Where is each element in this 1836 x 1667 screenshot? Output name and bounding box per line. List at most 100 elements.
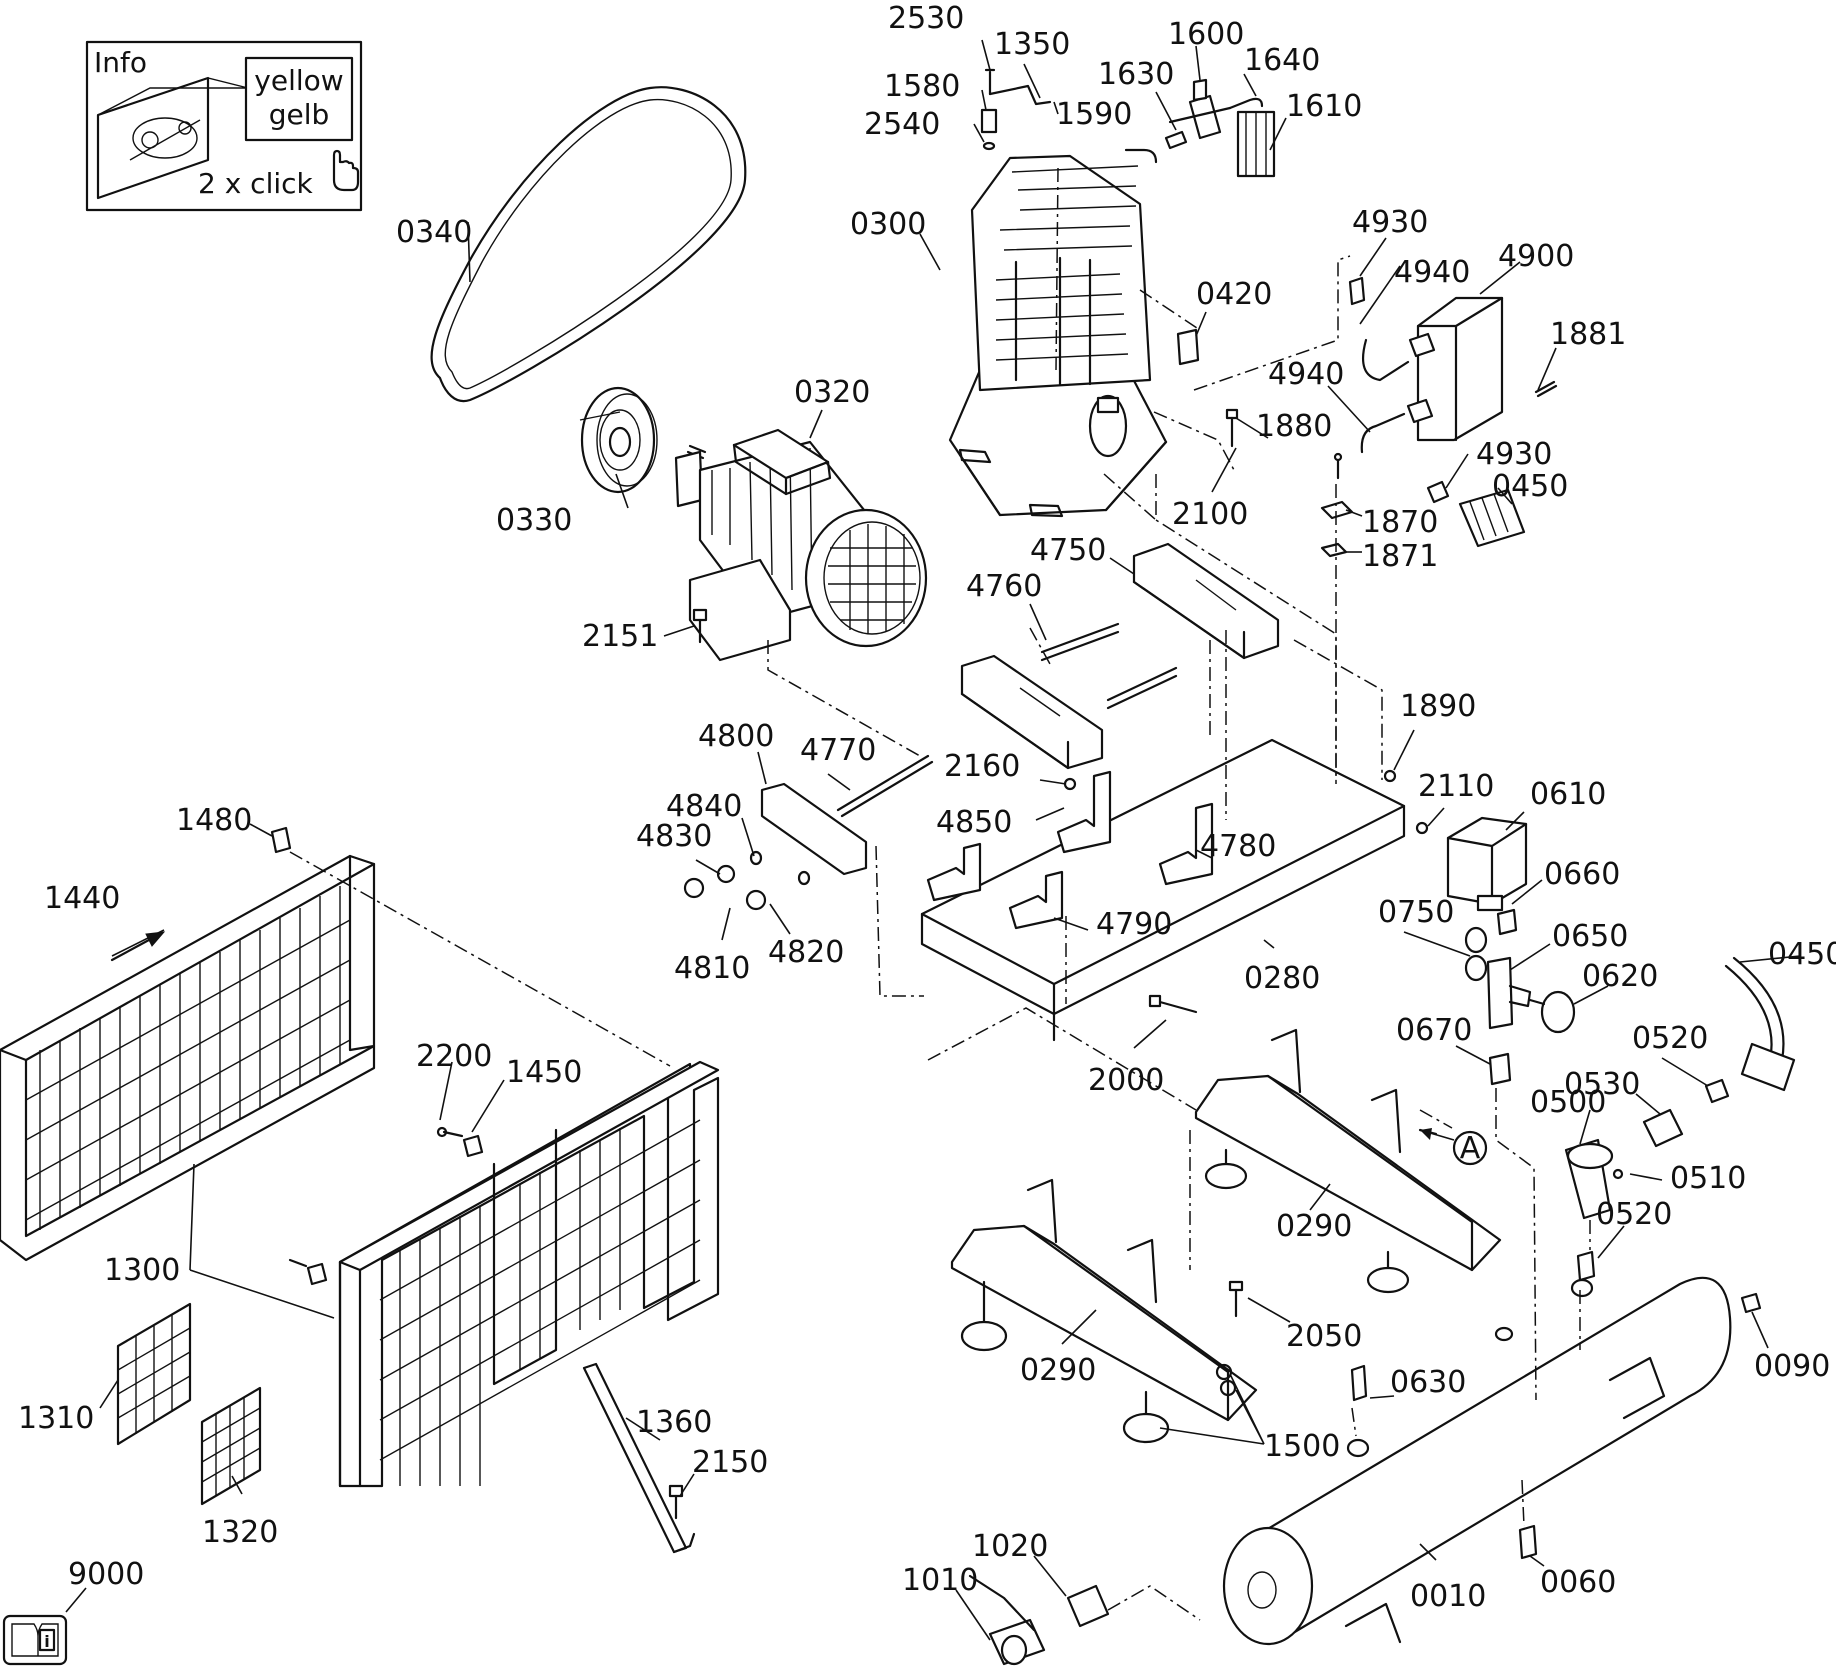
nut-1890[interactable]	[1383, 769, 1397, 783]
label-0610: 0610	[1530, 777, 1606, 812]
label-0010: 0010	[1410, 1579, 1486, 1614]
label-0520-bottom: 0520	[1596, 1197, 1672, 1232]
pressure-hose-0450-top[interactable]	[1458, 488, 1526, 548]
washer-2540[interactable]	[982, 141, 996, 151]
drain-plug-0090[interactable]	[1740, 1292, 1762, 1314]
label-1890: 1890	[1400, 689, 1476, 724]
nuts-washers-4810-4840[interactable]	[683, 850, 811, 911]
compressor-pump[interactable]	[948, 154, 1168, 518]
electric-motor[interactable]	[674, 428, 928, 662]
fitting-0530[interactable]	[1642, 1108, 1684, 1148]
color-swatch-box	[244, 56, 354, 142]
nut-4940-top[interactable]	[1408, 332, 1436, 358]
direction-arrow-icon	[110, 931, 166, 962]
ball-valve-1010[interactable]	[968, 1574, 1046, 1666]
label-4930-top: 4930	[1352, 205, 1428, 240]
info-title: Info	[94, 46, 147, 79]
label-2151: 2151	[582, 619, 658, 654]
clip-1480[interactable]	[270, 826, 292, 854]
threaded-rod-4770[interactable]	[836, 754, 934, 818]
nut-2160[interactable]	[1063, 777, 1077, 791]
support-1360[interactable]	[582, 1362, 696, 1554]
spacer-1580[interactable]	[980, 108, 998, 134]
bracket-4850[interactable]	[1056, 770, 1112, 854]
label-1881: 1881	[1550, 317, 1626, 352]
bracket-4790b[interactable]	[926, 842, 982, 902]
rail-4750[interactable]	[1132, 542, 1280, 660]
nipple-1020[interactable]	[1066, 1584, 1110, 1628]
grille-1320[interactable]	[200, 1386, 262, 1506]
clip-1450[interactable]	[462, 1134, 484, 1158]
label-1440: 1440	[44, 881, 120, 916]
tension-plate-4800[interactable]	[760, 782, 868, 876]
label-0500: 0500	[1530, 1085, 1606, 1120]
info-box[interactable]: Info yellow gelb 2 x click	[85, 40, 363, 212]
fitting-0750[interactable]	[1464, 926, 1488, 982]
air-tank[interactable]	[1222, 1276, 1732, 1646]
label-4810: 4810	[674, 951, 750, 986]
belt-guard-rear-1440[interactable]	[0, 854, 376, 1262]
screw-2000[interactable]	[1148, 994, 1198, 1014]
bracket-4790[interactable]	[1008, 870, 1064, 930]
label-0420: 0420	[1196, 277, 1272, 312]
screw-2100[interactable]	[1225, 408, 1239, 448]
label-0530: 0530	[1564, 1067, 1640, 1102]
fitting-0420[interactable]	[1176, 328, 1200, 366]
callout-A-label: A	[1460, 1131, 1481, 1166]
bracket-1350[interactable]	[988, 84, 1052, 106]
label-4750: 4750	[1030, 533, 1106, 568]
fitting-0660[interactable]	[1496, 908, 1518, 936]
elbow-1640[interactable]	[1228, 97, 1264, 110]
label-1610: 1610	[1286, 89, 1362, 124]
nut-4940-bottom[interactable]	[1406, 398, 1434, 424]
safety-valve-0500[interactable]	[1564, 1138, 1614, 1220]
threaded-rod-4760[interactable]	[1040, 622, 1120, 662]
air-filter-1610[interactable]	[1236, 110, 1276, 178]
label-1480: 1480	[176, 803, 252, 838]
rail-4760[interactable]	[960, 654, 1104, 770]
foot-0290-left[interactable]	[950, 1178, 1258, 1444]
screw-2530[interactable]	[984, 68, 996, 96]
pressure-gauge-0620[interactable]	[1528, 990, 1576, 1034]
tee-fitting-0650[interactable]	[1486, 956, 1532, 1030]
fitting-0630[interactable]	[1346, 1364, 1370, 1458]
elbow-pipe-4940-top[interactable]	[1362, 338, 1410, 382]
screw-2150[interactable]	[668, 1484, 684, 1520]
fitting-4930-bottom[interactable]	[1426, 480, 1450, 504]
valve-body-1600[interactable]	[1168, 78, 1232, 140]
manual-book-icon[interactable]: i	[2, 1614, 68, 1666]
label-0630: 0630	[1390, 1365, 1466, 1400]
nipple-0520-bottom[interactable]	[1576, 1250, 1596, 1282]
belt-pulley[interactable]	[579, 386, 658, 494]
label-1450: 1450	[506, 1055, 582, 1090]
pressure-hose-0450-bottom[interactable]	[1724, 956, 1796, 1092]
drain-valve-0060[interactable]	[1518, 1524, 1538, 1560]
label-2150: 2150	[692, 1445, 768, 1480]
plug-0510[interactable]	[1612, 1168, 1624, 1180]
nut-2110[interactable]	[1415, 821, 1429, 835]
pipe-4940-bottom[interactable]	[1360, 412, 1406, 454]
baseplate-0280[interactable]	[920, 738, 1406, 1042]
screw-2050[interactable]	[1228, 1280, 1244, 1318]
arrow-to-A-icon	[1418, 1128, 1438, 1140]
clip-lower[interactable]	[288, 1258, 328, 1286]
fitting-4930-top[interactable]	[1348, 276, 1366, 306]
rubber-feet-1500[interactable]	[1215, 1363, 1237, 1397]
belt-guard-front-1300[interactable]	[338, 1060, 720, 1488]
threaded-rod-4780[interactable]	[1106, 666, 1178, 710]
screw-1881[interactable]	[1534, 380, 1558, 398]
foot-0290-right[interactable]	[1194, 1028, 1502, 1294]
nipple-0520-top[interactable]	[1704, 1078, 1730, 1104]
screw-2151[interactable]	[692, 608, 708, 644]
fitting-0670[interactable]	[1488, 1052, 1512, 1086]
screw-1880[interactable]	[1333, 452, 1343, 480]
pressure-switch-0610[interactable]	[1446, 816, 1528, 912]
grille-1310[interactable]	[116, 1302, 192, 1446]
bracket-4780[interactable]	[1158, 802, 1214, 886]
check-valve-4900[interactable]	[1416, 296, 1504, 442]
screw-2200[interactable]	[436, 1126, 464, 1138]
elbow-1590[interactable]	[1124, 148, 1158, 164]
fitting-1630[interactable]	[1164, 130, 1188, 150]
v-belt[interactable]	[430, 86, 747, 403]
plate-1871[interactable]	[1320, 542, 1348, 558]
